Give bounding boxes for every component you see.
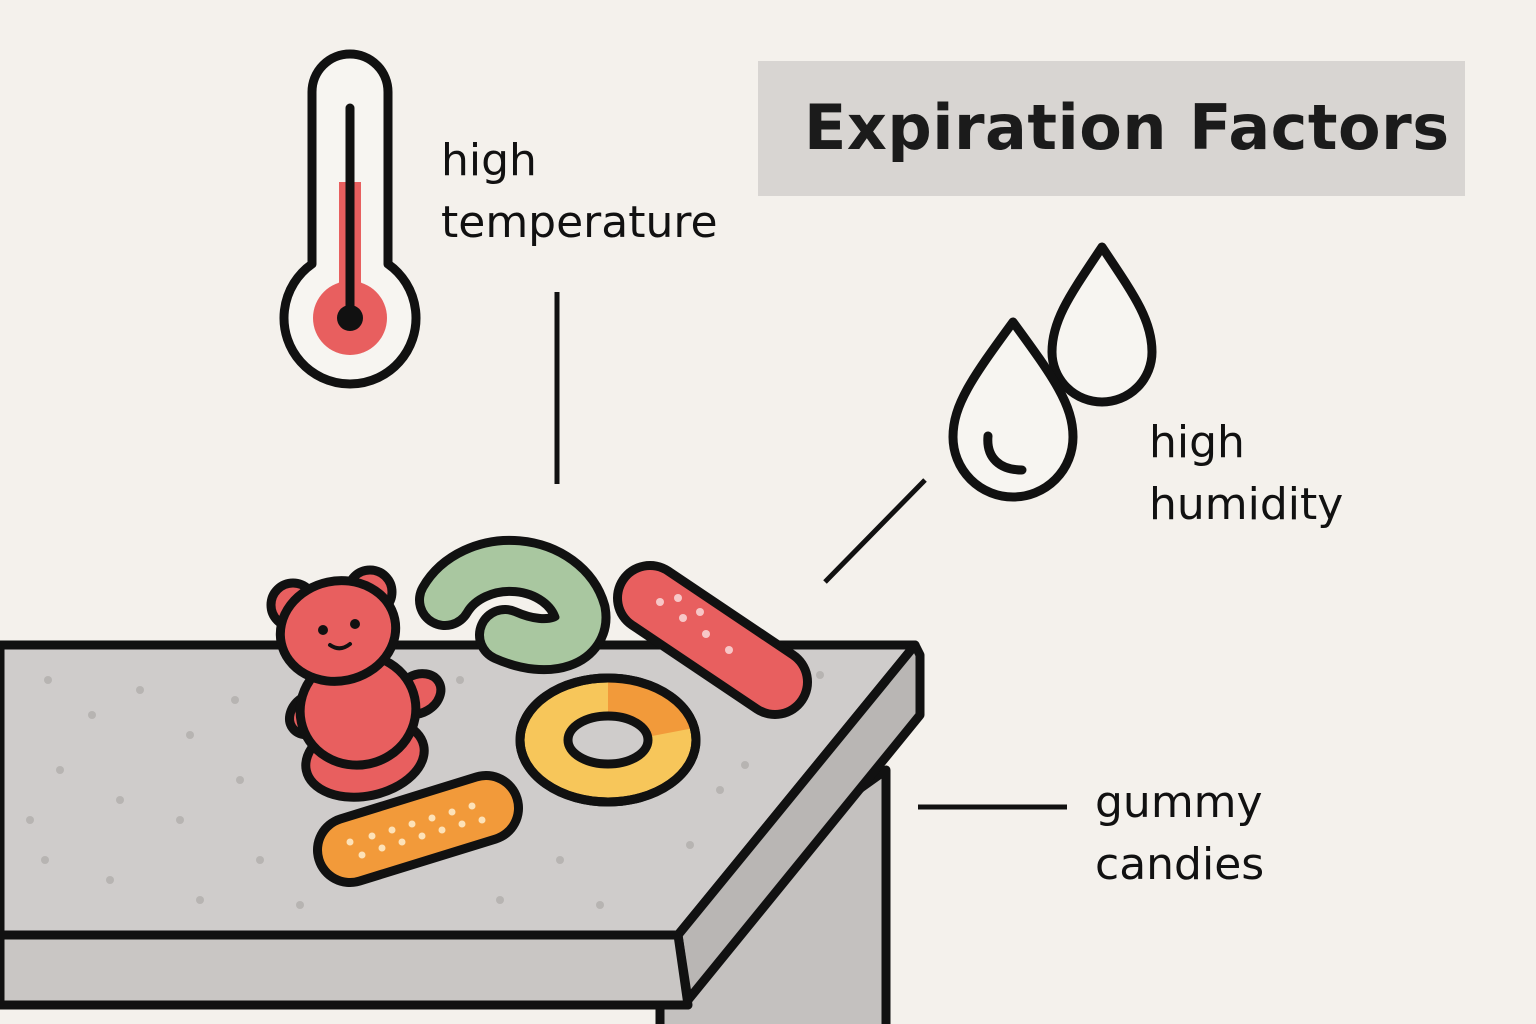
gummy-worm-orange: [313, 771, 523, 887]
water-drop-front: [948, 317, 1078, 502]
label-high-humidity: high humidity: [1149, 412, 1343, 536]
label-humidity-line2: humidity: [1149, 479, 1344, 530]
counter-edge-right: [673, 640, 925, 1005]
label-high-temperature: high temperature: [441, 130, 718, 254]
gummy-worm-red: [613, 561, 812, 719]
label-temperature-line1: high: [441, 135, 537, 186]
thermometer-icon: [279, 49, 421, 389]
gummy-arch: [415, 535, 611, 674]
gummy-bear: [266, 565, 446, 802]
page-title: Expiration Factors: [804, 91, 1450, 164]
water-drops-icon: [948, 242, 1157, 502]
label-temperature-line2: temperature: [441, 197, 718, 248]
label-candies-line2: candies: [1095, 839, 1265, 890]
label-gummy-candies: gummy candies: [1095, 772, 1264, 896]
title-box: Expiration Factors: [758, 61, 1465, 196]
counter-front-edge: [0, 930, 693, 1010]
gummy-bear-face: [318, 619, 360, 651]
label-humidity-line1: high: [1149, 417, 1245, 468]
connector-humidity: [823, 478, 927, 584]
label-candies-line1: gummy: [1095, 777, 1263, 828]
gummy-ring: [515, 673, 701, 807]
water-drop-back: [1047, 242, 1157, 407]
